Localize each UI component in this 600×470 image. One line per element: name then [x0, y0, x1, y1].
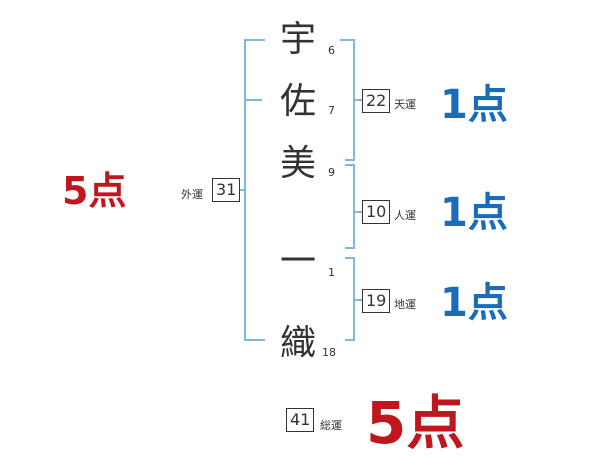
tenun-label: 天運: [394, 98, 416, 111]
stroke-count-2: 7: [328, 104, 335, 117]
chiun-label: 地運: [394, 298, 416, 311]
jinun-value: 10: [362, 200, 391, 224]
souun-score: 5点: [366, 389, 465, 457]
jinun-score: 1点: [440, 190, 508, 236]
gaiun-score: 5点: [62, 169, 127, 213]
jinun-bracket: [345, 164, 355, 249]
stroke-count-3: 9: [328, 166, 335, 179]
chiun-value: 19: [362, 289, 391, 313]
stroke-count-4: 1: [328, 266, 335, 279]
stroke-count-1: 6: [328, 44, 335, 57]
souun-value: 41: [286, 408, 315, 432]
tenun-value: 22: [362, 89, 391, 113]
name-char-1: 宇: [279, 19, 316, 60]
name-char-2: 佐: [279, 81, 316, 122]
souun-label: 総運: [320, 419, 342, 432]
name-char-5: 織: [279, 323, 316, 364]
gaiun-label: 外運: [181, 188, 203, 201]
gaiun-value: 31: [212, 178, 241, 202]
gaiun-bracket: [244, 39, 265, 341]
name-char-4: 一: [279, 241, 316, 282]
tenun-bracket: [340, 39, 355, 161]
chiun-score: 1点: [440, 280, 508, 326]
chiun-bracket: [345, 257, 355, 341]
name-char-3: 美: [279, 143, 316, 184]
tenun-score: 1点: [440, 82, 508, 128]
stroke-count-5: 18: [322, 346, 336, 359]
jinun-label: 人運: [394, 209, 416, 222]
